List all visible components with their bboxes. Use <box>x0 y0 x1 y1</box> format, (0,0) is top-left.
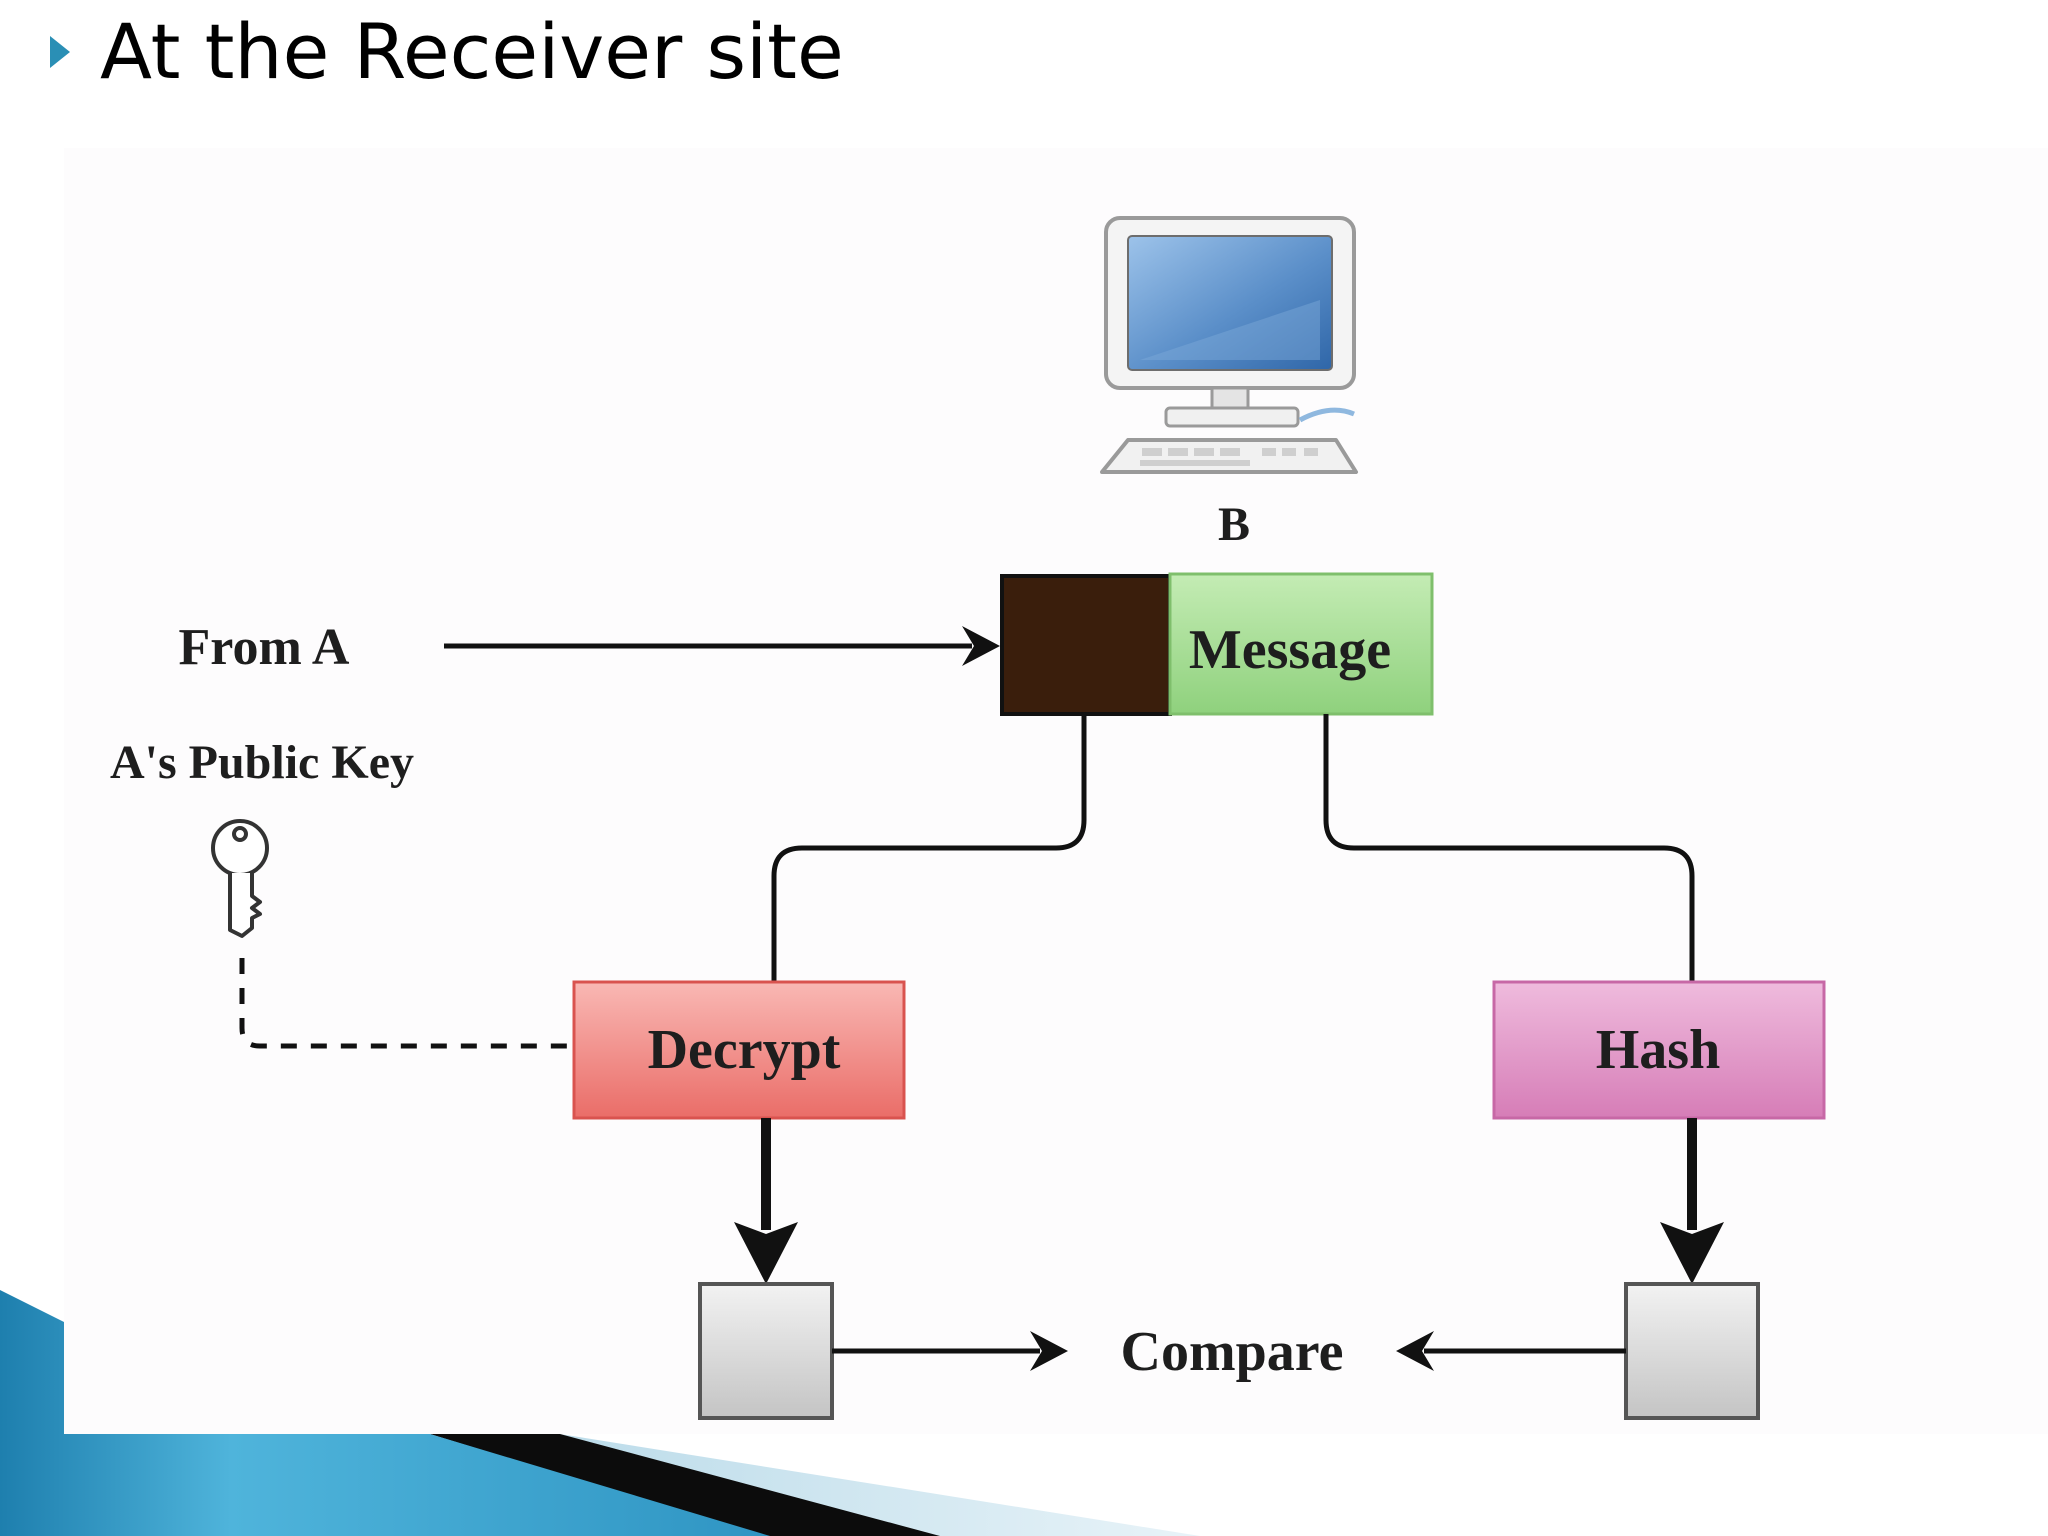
left-compare-arrow <box>832 1331 1068 1371</box>
sender-label: From A <box>179 619 350 676</box>
right-compare-arrow <box>1396 1331 1626 1371</box>
slide-heading: At the Receiver site <box>100 7 844 96</box>
hash-down-arrow <box>1660 1118 1724 1284</box>
computer-icon <box>1100 216 1358 474</box>
message-box <box>1168 572 1434 716</box>
message-label: Message <box>1189 619 1391 681</box>
hash-label: Hash <box>1596 1019 1721 1081</box>
signature-block <box>1000 574 1172 716</box>
decrypt-down-arrow <box>734 1118 798 1284</box>
figure-panel <box>64 148 2048 1434</box>
key-icon <box>211 819 269 938</box>
receiver-label: B <box>1218 498 1250 551</box>
hashed-digest-box <box>1624 1282 1760 1420</box>
decrypt-box <box>572 980 906 1120</box>
hash-box <box>1492 980 1826 1120</box>
decrypt-label: Decrypt <box>648 1019 841 1081</box>
key-label: A's Public Key <box>110 736 414 789</box>
message-to-hash-line <box>1323 714 1695 982</box>
signature-to-decrypt-line <box>771 714 1087 982</box>
bullet-triangle-icon <box>50 36 70 68</box>
key-link-dashed <box>239 958 574 1049</box>
decrypted-digest-box <box>698 1282 834 1420</box>
compare-label: Compare <box>1121 1321 1344 1383</box>
incoming-arrow <box>444 626 1000 666</box>
